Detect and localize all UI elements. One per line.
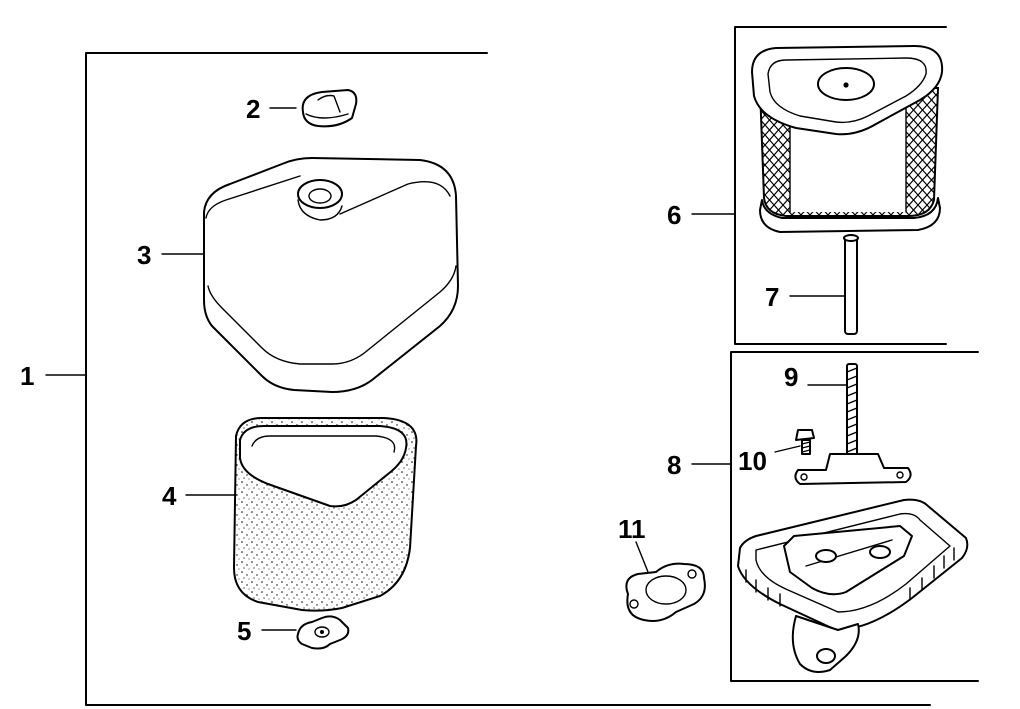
part-6-paper-filter-element bbox=[751, 45, 944, 233]
callout-4: 4 bbox=[162, 481, 177, 511]
callout-9: 9 bbox=[784, 362, 798, 392]
part-8-bracket-plate bbox=[794, 453, 912, 485]
callout-10: 10 bbox=[738, 446, 767, 476]
callout-3: 3 bbox=[137, 240, 151, 270]
callout-2: 2 bbox=[246, 94, 260, 124]
assembly-bracket-8 bbox=[730, 351, 979, 682]
part-2-cover-knob bbox=[301, 89, 358, 128]
part-4-foam-precleaner bbox=[232, 417, 418, 612]
callout-7: 7 bbox=[765, 282, 779, 312]
part-11-gasket bbox=[625, 562, 706, 622]
assembly-bracket-1 bbox=[85, 52, 931, 706]
assembly-bracket-6 bbox=[734, 26, 947, 345]
callout-6: 6 bbox=[667, 200, 681, 230]
part-5-retainer-nut bbox=[296, 615, 350, 650]
callout-8: 8 bbox=[667, 450, 681, 480]
callout-5: 5 bbox=[237, 616, 251, 646]
callout-1: 1 bbox=[20, 361, 34, 391]
part-3-air-cleaner-cover bbox=[203, 157, 459, 393]
part-10-bolt bbox=[795, 429, 815, 455]
part-8-base-housing bbox=[737, 498, 969, 673]
part-7-filter-stud bbox=[843, 234, 859, 335]
leader-lines bbox=[45, 107, 847, 631]
part-9-threaded-stud bbox=[846, 363, 858, 465]
callout-11: 11 bbox=[618, 514, 646, 544]
